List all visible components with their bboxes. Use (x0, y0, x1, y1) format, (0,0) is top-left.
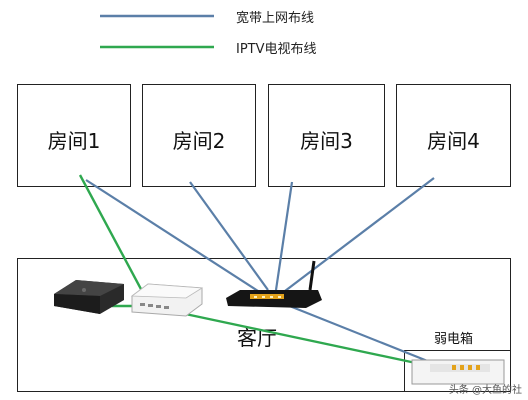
room-2: 房间2 (142, 84, 256, 187)
panel-module-icon (411, 359, 505, 385)
broadband-line-router-panel (281, 301, 441, 368)
room-1-label: 房间1 (47, 129, 101, 153)
legend-broadband-label: 宽带上网布线 (236, 11, 315, 26)
router-icon (226, 260, 322, 308)
tv-box-icon (54, 280, 124, 314)
weak-current-box (404, 350, 511, 392)
room-3-label: 房间3 (300, 129, 353, 153)
room-2-label: 房间2 (172, 129, 226, 153)
iptv-line-room-1 (78, 174, 152, 307)
broadband-line-room-1 (85, 179, 259, 292)
room-4-label: 房间4 (427, 129, 480, 153)
broadband-line-room-3 (274, 181, 294, 291)
room-3: 房间3 (268, 84, 385, 187)
switch-icon (130, 283, 204, 317)
watermark: 头条 @大鱼的社 (448, 385, 522, 396)
room-4: 房间4 (396, 84, 511, 187)
weak-current-box-label: 弱电箱 (434, 332, 474, 347)
legend-iptv-label: IPTV电视布线 (236, 42, 317, 57)
broadband-line-room-2 (189, 181, 269, 291)
room-1: 房间1 (17, 84, 131, 187)
iptv-line-switch-panel (175, 310, 431, 368)
living-room (17, 258, 511, 392)
broadband-line-room-4 (284, 177, 435, 292)
